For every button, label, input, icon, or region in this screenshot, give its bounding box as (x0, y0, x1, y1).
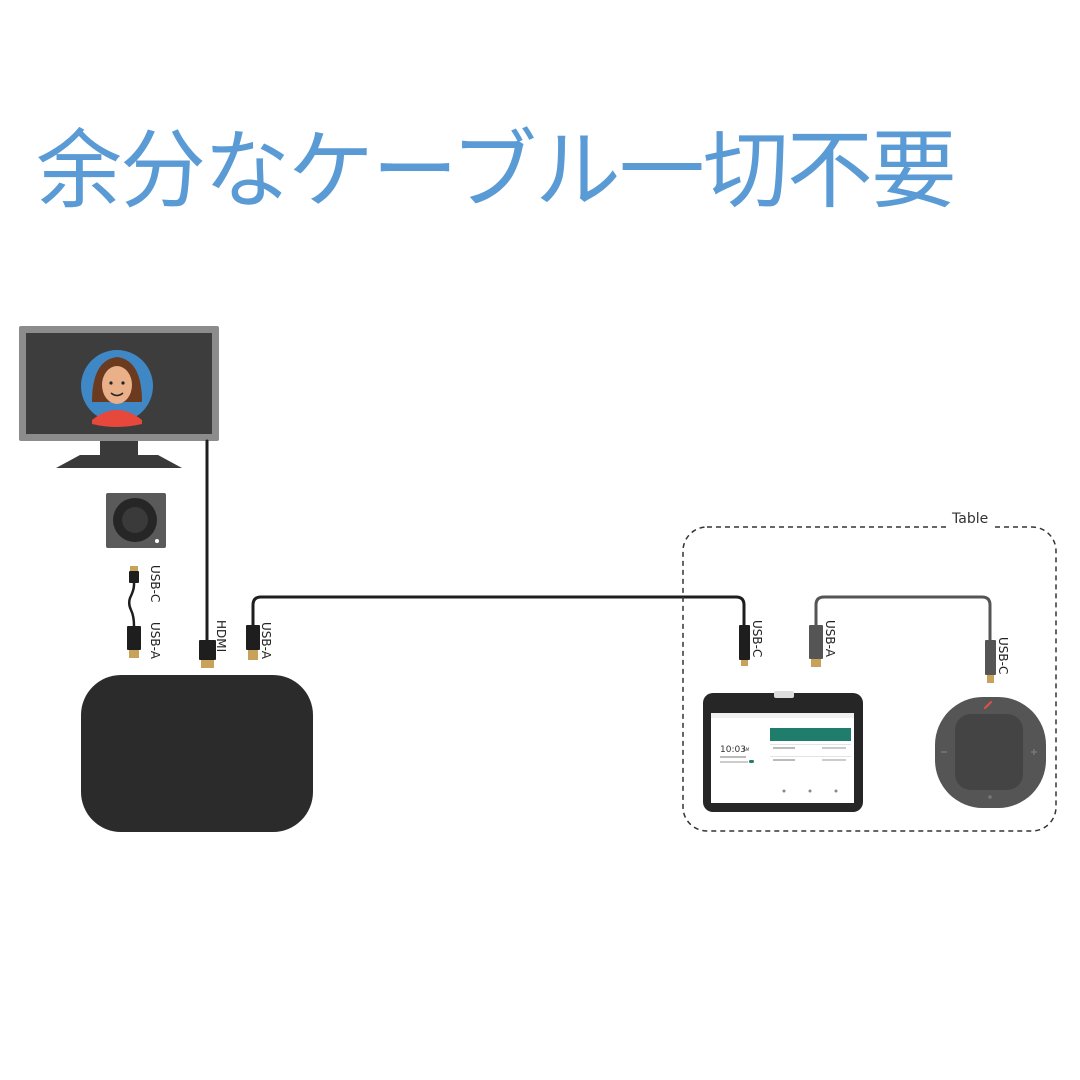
tablet-time: 10:03 (720, 745, 746, 755)
speaker-usb-a-connector (809, 625, 823, 667)
camera-usb-a-connector (127, 626, 141, 658)
monitor (19, 326, 219, 468)
compute-hub (81, 675, 313, 832)
label-camera-usb-a: USB-A (148, 622, 162, 660)
tablet-ampm: AM (743, 747, 750, 752)
label-tablet-usb-c: USB-C (750, 620, 764, 657)
cable-labels: USB-C USB-A HDMI USB-A USB-C USB-A USB-C (148, 565, 1010, 674)
speaker-usb-c-connector (985, 640, 996, 683)
touch-tablet: 10:03 AM (703, 691, 863, 812)
label-speaker-usb-c: USB-C (996, 637, 1010, 674)
label-speaker-usb-a: USB-A (823, 620, 837, 658)
table-area: Table (682, 511, 1057, 832)
cables (127, 439, 992, 652)
tablet-usb-c-connector (739, 625, 750, 666)
label-hdmi: HDMI (214, 620, 228, 652)
connectors (127, 566, 996, 683)
table-label: Table (951, 511, 988, 527)
hub-usb-a-connector (246, 625, 260, 660)
headline: 余分なケーブル一切不要 (36, 121, 957, 221)
video-call-avatar (81, 350, 153, 427)
label-hub-usb-a: USB-A (259, 622, 273, 660)
speakerphone (935, 697, 1046, 808)
camera (106, 493, 166, 548)
label-camera-usb-c: USB-C (148, 565, 162, 602)
hdmi-connector (199, 640, 216, 668)
camera-usb-c-connector (129, 566, 139, 583)
